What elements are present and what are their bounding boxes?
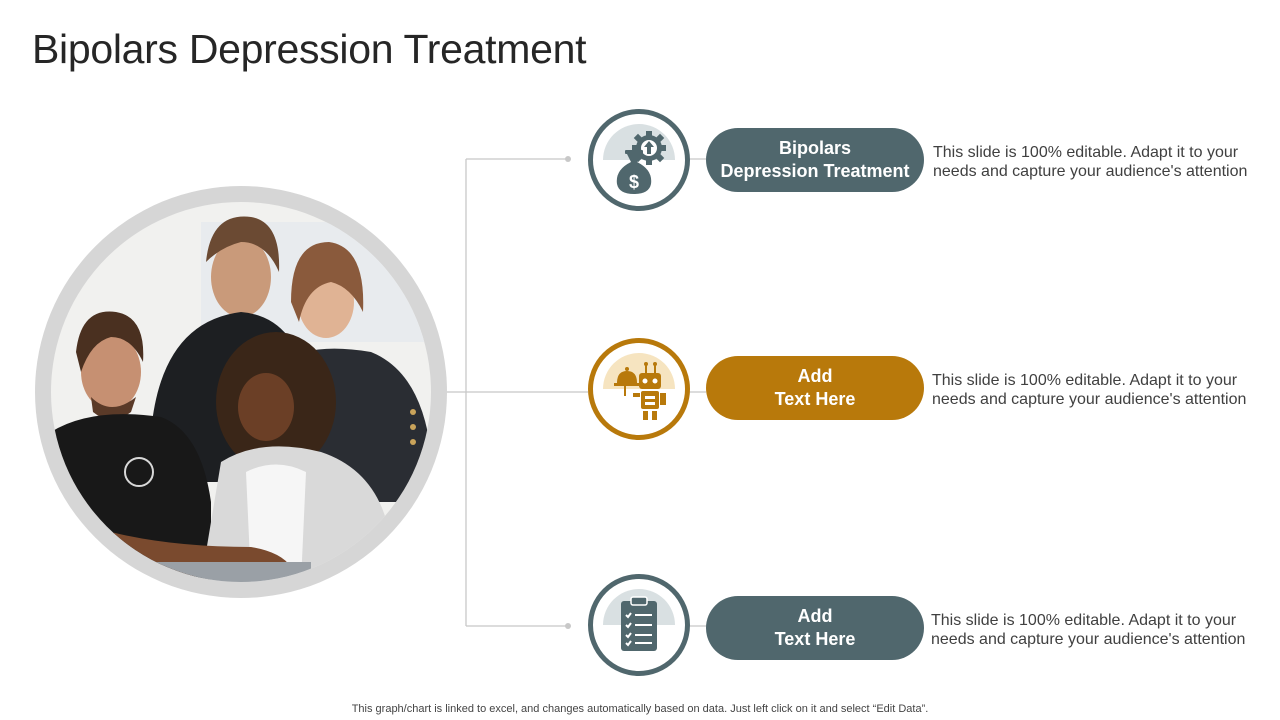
item-1-desc-line2: needs and capture your audience's attent…: [933, 163, 1248, 180]
footer-note: This graph/chart is linked to excel, and…: [351, 703, 929, 715]
item-3-desc-line2: needs and capture your audience's attent…: [931, 631, 1246, 648]
item-2-icon-circle: [588, 338, 690, 440]
item-3-pill-line2: Text Here: [774, 629, 856, 649]
item-2-pill: Add Text Here: [706, 356, 924, 420]
item-1-description: This slide is 100% editable. Adapt it to…: [933, 143, 1263, 181]
team-photo: [51, 202, 431, 582]
item-3-pill-line1: Add: [797, 606, 833, 626]
item-1-pill: Bipolars Depression Treatment: [706, 128, 924, 192]
item-1-desc-line1: This slide is 100% editable. Adapt it to…: [933, 144, 1239, 161]
money-bag-gear-icon: $: [616, 131, 666, 194]
item-3-description: This slide is 100% editable. Adapt it to…: [931, 611, 1261, 649]
svg-text:$: $: [629, 172, 639, 192]
page-title: Bipolars Depression Treatment: [32, 26, 587, 72]
item-1-pill-line1: Bipolars: [778, 138, 852, 158]
item-2-description: This slide is 100% editable. Adapt it to…: [932, 371, 1262, 409]
robot-waiter-icon: [614, 362, 666, 420]
item-3-pill: Add Text Here: [706, 596, 924, 660]
item-2-desc-line1: This slide is 100% editable. Adapt it to…: [932, 372, 1238, 389]
item-2-pill-line1: Add: [797, 366, 833, 386]
item-3-icon-circle: [588, 574, 690, 676]
clipboard-checklist-icon: [621, 596, 657, 651]
item-2-pill-line2: Text Here: [774, 389, 856, 409]
item-1-pill-line2: Depression Treatment: [720, 161, 910, 181]
item-1-icon-circle: $: [588, 109, 690, 211]
photo-frame: [35, 186, 447, 598]
item-3-desc-line1: This slide is 100% editable. Adapt it to…: [931, 612, 1237, 629]
item-2-desc-line2: needs and capture your audience's attent…: [932, 391, 1247, 408]
